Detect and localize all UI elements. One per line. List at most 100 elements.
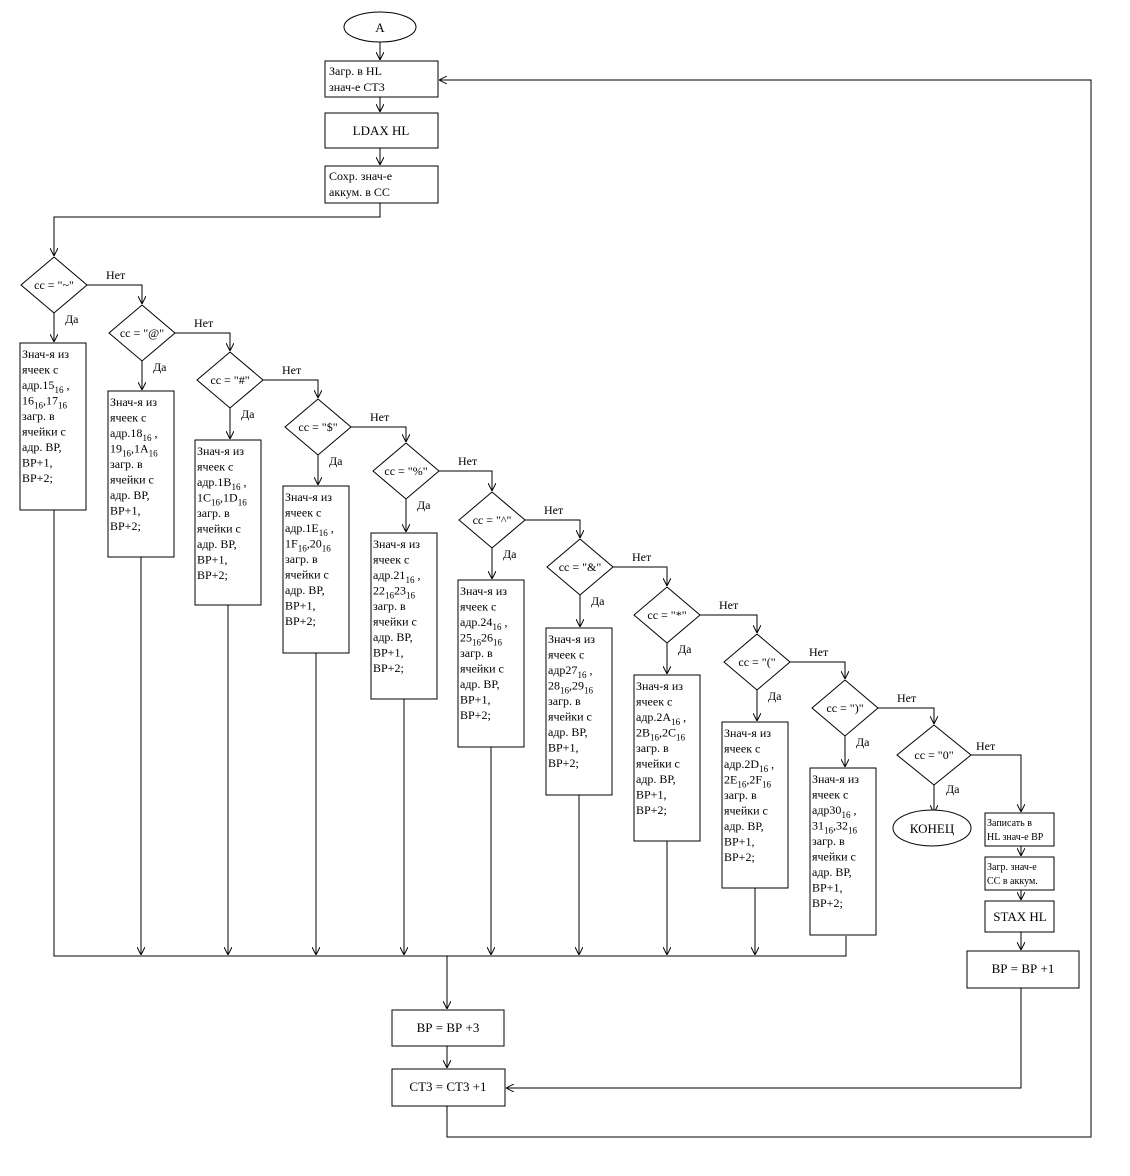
addr-third: ,1A [131,442,149,456]
subscript-16: 16 [737,780,747,790]
save-acc-box [324,165,439,204]
action-line: ВР+1, [460,693,490,707]
subscript-16: 16 [58,401,68,411]
ct3-plus1-box [391,1068,506,1107]
action-line: ВР+1, [197,553,227,567]
subscript-16: 16 [149,449,159,459]
bp-plus3-box [391,1009,505,1047]
action-addr-line: 1616,1716 [22,394,68,411]
addr-sep: , [151,426,157,440]
write-hl-line1: Записать в [987,818,1032,829]
action-box-1 [19,342,87,511]
action-line: ячейки с [373,615,417,629]
subscript-16: 16 [493,638,503,648]
ldax-label: LDAX HL [353,123,410,138]
action-line: ячейки с [110,473,154,487]
action-box-10 [809,767,877,936]
save-acc-line2: аккум. в СС [329,185,390,199]
action-line: ячеек с [373,553,409,567]
action-line: ВР+1, [110,504,140,518]
yes-label-1: Да [65,312,79,326]
action-addr-line: адр2716 , [548,663,592,680]
connector [700,614,757,633]
yes-label-5: Да [417,498,431,512]
loop-back-line [439,80,1092,1138]
action-addr-line: 2B16,2C16 [636,726,686,743]
subscript-16: 16 [142,433,152,443]
ldax-box [324,112,439,149]
action-addr-line: 3116,3216 [812,819,858,836]
action-line: ВР+1, [636,788,666,802]
yes-label-2: Да [153,360,167,374]
yes-label-6: Да [503,547,517,561]
yes-label-8: Да [678,642,692,656]
subscript-16: 16 [492,622,502,632]
addr-sep: , [240,475,246,489]
action-line: Знач-я из [373,537,420,551]
action-addr-line: адр.2A16 , [636,710,686,727]
addr-second: 19 [110,442,122,456]
action-addr-line: 25162616 [460,631,503,648]
action-addr-line: адр.1B16 , [197,475,246,492]
action-line: ячейки с [724,804,768,818]
decision-label-7: cc = "&" [559,560,602,574]
action-line: ВР+1, [548,741,578,755]
decision-label-6: cc = "^" [473,513,512,527]
action-line: ВР+2; [548,756,579,770]
action-line: ВР+1, [812,881,842,895]
start-label: A [375,20,385,35]
addr-sep: , [328,521,334,535]
action-line: загр. в [285,552,318,566]
action-line: ячеек с [460,600,496,614]
addr-start: адр.1B [197,475,231,489]
connector [175,332,230,351]
action-line: ВР+2; [110,519,141,533]
subscript-16: 16 [54,385,64,395]
addr-start: адр.18 [110,426,142,440]
action-line: адр. ВР, [548,725,588,739]
connector [54,203,381,256]
action-line: ВР+2; [460,708,491,722]
action-addr-line: 1916,1A16 [110,442,158,459]
subscript-16: 16 [406,591,416,601]
addr-second: 2B [636,726,650,740]
addr-second: 16 [22,394,34,408]
action-line: адр. ВР, [22,440,62,454]
addr-start: адр.24 [460,615,492,629]
decision-label-8: cc = "*" [647,608,686,622]
write-hl-box [984,812,1055,847]
action-addr-line: адр.1516 , [22,378,69,395]
subscript-16: 16 [762,780,772,790]
connector [439,470,492,491]
connector [351,426,406,442]
action-addr-line: 2E16,2F16 [724,773,772,790]
subscript-16: 16 [472,638,482,648]
action-addr-line: 2816,2916 [548,679,594,696]
addr-second: 25 [460,631,472,645]
action-line: адр. ВР, [285,583,325,597]
action-line: адр. ВР, [812,865,852,879]
action-line: Знач-я из [110,395,157,409]
addr-start: адр.15 [22,378,54,392]
action-line: ячеек с [636,695,672,709]
addr-second: 22 [373,584,385,598]
action-box-2 [107,390,175,558]
bp-plus1-box [966,950,1080,989]
subscript-16: 16 [34,401,44,411]
addr-start: адр.1E [285,521,319,535]
subscript-16: 16 [759,764,769,774]
addr-second: 31 [812,819,824,833]
action-line: ячейки с [285,568,329,582]
addr-second: 1C [197,491,211,505]
no-final: Нет [976,739,996,753]
connector [790,661,845,679]
decision-final-label: cc = "0" [914,748,953,762]
stax-label: STAX HL [993,909,1047,924]
action-line: загр. в [724,788,757,802]
subscript-16: 16 [841,810,851,820]
bp-plus1-label: ВР = ВР +1 [992,961,1055,976]
addr-start: адр30 [812,803,841,817]
action-line: ячейки с [636,757,680,771]
